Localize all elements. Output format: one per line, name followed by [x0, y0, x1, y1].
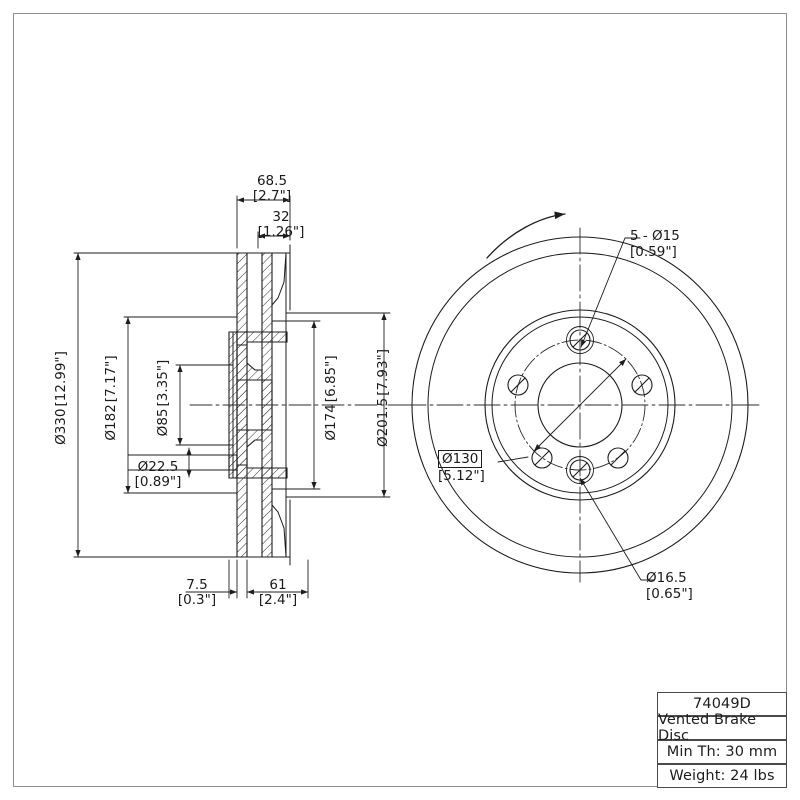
- dim-hat-diameter: [123, 316, 238, 494]
- dim-value: Ø201.5: [375, 397, 391, 448]
- dim-imperial: [1.26"]: [257, 224, 305, 240]
- lug-hole: [566, 326, 594, 354]
- callout-line2: [0.65"]: [646, 586, 693, 602]
- lug-hole: [631, 374, 653, 396]
- dim-label-hat-thickness: 7.5 [0.3"]: [170, 578, 224, 608]
- dim-label-overall-width: 68.5 [2.7"]: [241, 174, 303, 204]
- dim-bolt-hole: [127, 447, 234, 478]
- face-view: [399, 211, 761, 583]
- dim-label-bolt-hole: Ø22.5 [0.89"]: [122, 460, 194, 490]
- callout-bolt-circle: Ø130 [5.12"]: [438, 450, 485, 484]
- dim-label-outer-diameter: Ø330 [12.99"]: [53, 333, 69, 463]
- dim-label-vane-inner-diameter: Ø174 [6.85"]: [323, 333, 339, 463]
- rotation-direction-arrow: [486, 211, 566, 259]
- callout-lug-holes: 5 - Ø15 [0.59"]: [630, 228, 680, 260]
- title-block-part-number: 74049D: [657, 692, 787, 716]
- dim-imperial: [12.99"]: [53, 351, 69, 407]
- dim-vane-inner-diameter: [271, 320, 321, 490]
- dim-value: 7.5: [186, 577, 208, 593]
- callout-line1-boxed: Ø130: [438, 450, 483, 468]
- lug-holes: [507, 326, 653, 484]
- callout-line1: 5 - Ø15: [630, 228, 680, 244]
- dim-label-hat-diameter: Ø182 [7.17"]: [103, 333, 119, 463]
- dim-label-friction-inner-diameter: Ø201.5 [7.93"]: [375, 333, 391, 463]
- dim-imperial: [0.3"]: [177, 592, 217, 608]
- dim-imperial: [7.17"]: [103, 355, 119, 403]
- dim-imperial: [6.85"]: [323, 355, 339, 403]
- title-block-weight: Weight: 24 lbs: [657, 764, 787, 788]
- dim-value: Ø85: [155, 408, 171, 437]
- dim-friction-inner-diameter: [285, 312, 391, 498]
- lug-hole: [507, 374, 529, 396]
- dim-value: Ø330: [53, 408, 69, 445]
- dim-outer-diameter: [73, 252, 291, 558]
- dim-hat-offset: [257, 231, 291, 249]
- dim-imperial: [2.4"]: [258, 592, 298, 608]
- sheet-border: [13, 13, 787, 787]
- title-block-min-thickness: Min Th: 30 mm: [657, 740, 787, 764]
- dim-imperial: [2.7"]: [252, 188, 292, 204]
- dim-label-hat-offset: 32 [1.26"]: [250, 210, 312, 240]
- callout-line2: [0.59"]: [630, 244, 677, 260]
- dim-imperial: [3.35"]: [155, 359, 171, 407]
- leader-bolt-circle: [497, 358, 627, 463]
- callout-line2: [5.12"]: [438, 468, 485, 484]
- dim-disc-depth: [246, 559, 309, 599]
- dim-value: Ø182: [103, 404, 119, 441]
- dim-value: Ø174: [323, 404, 339, 441]
- leader-lug-holes: [580, 237, 641, 348]
- dim-hat-thickness: [185, 559, 238, 599]
- callout-pilot-holes: Ø16.5 [0.65"]: [646, 570, 693, 602]
- dim-value: Ø22.5: [137, 459, 179, 475]
- title-block-description: Vented Brake Disc: [657, 712, 787, 744]
- callout-line1: Ø16.5: [646, 570, 687, 586]
- dim-imperial: [7.93"]: [375, 348, 391, 396]
- dim-value: 32: [272, 209, 290, 225]
- dim-center-bore: [175, 364, 234, 446]
- dim-value: 68.5: [256, 173, 288, 189]
- dim-value: 61: [269, 577, 287, 593]
- dim-label-center-bore: Ø85 [3.35"]: [155, 333, 171, 463]
- dim-label-disc-depth: 61 [2.4"]: [251, 578, 305, 608]
- lug-hole: [607, 447, 629, 469]
- leader-pilot-hole: [579, 477, 655, 581]
- dim-imperial: [0.89"]: [134, 474, 182, 490]
